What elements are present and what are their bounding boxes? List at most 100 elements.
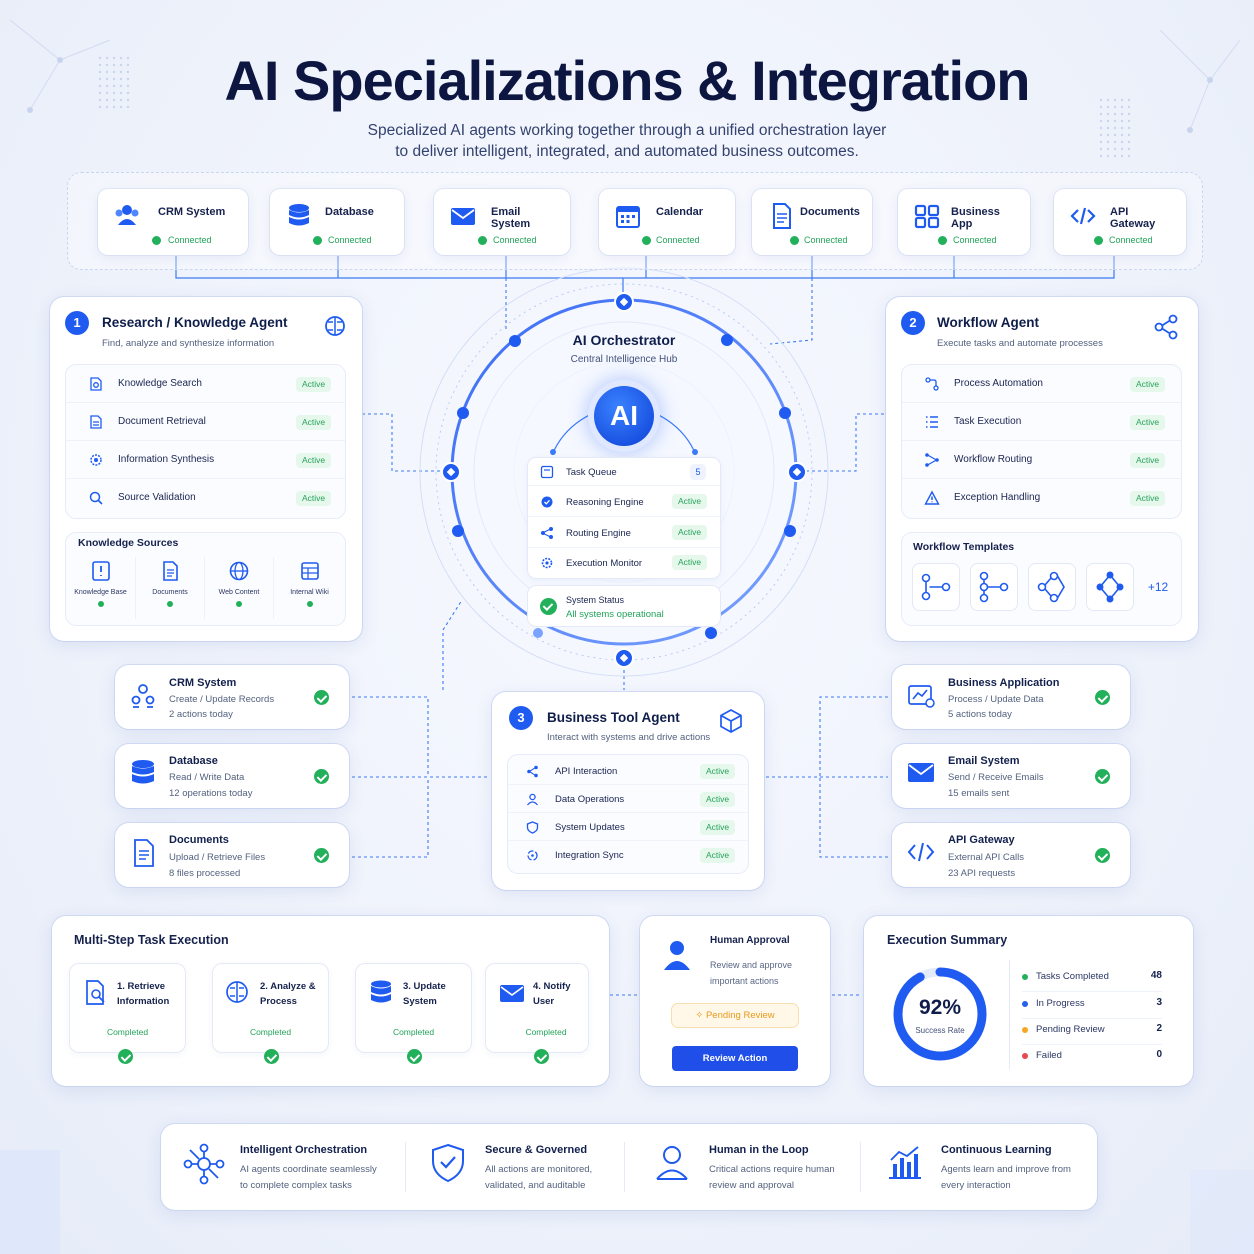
feature-desc-line2: every interaction <box>941 1180 1011 1191</box>
system-database[interactable]: Database Connected <box>270 189 404 255</box>
system-status-value: All systems operational <box>566 609 664 620</box>
feature-desc-line1: Critical actions require human <box>709 1164 835 1175</box>
database-icon <box>132 760 154 784</box>
task-queue-row[interactable]: Task Queue 5 <box>528 458 720 486</box>
tool-business-application[interactable]: Business Application Process / Update Da… <box>892 665 1130 729</box>
connected-dot <box>478 236 487 245</box>
person-outline-icon <box>656 1146 688 1180</box>
capability-row[interactable]: System Updates Active <box>508 813 748 841</box>
engine-row[interactable]: Execution Monitor Active <box>528 548 720 578</box>
tool-name: Database <box>169 755 218 767</box>
template-split-icon[interactable] <box>1028 563 1076 611</box>
source-label: Documents <box>152 589 188 596</box>
capability-label: API Interaction <box>555 766 618 777</box>
template-linear-icon[interactable] <box>912 563 960 611</box>
mail-icon <box>908 763 934 782</box>
step-label-line2: User <box>533 996 555 1007</box>
capability-row[interactable]: Information Synthesis Active <box>66 441 345 479</box>
brain-icon <box>325 316 345 336</box>
engine-row[interactable]: Routing Engine Active <box>528 518 720 548</box>
status-badge: Active <box>296 377 332 392</box>
capability-row[interactable]: Workflow Routing Active <box>902 441 1181 479</box>
workflow-templates-title: Workflow Templates <box>913 541 1015 553</box>
capability-row[interactable]: Process Automation Active <box>902 365 1181 403</box>
subtitle-line-2: to deliver intelligent, integrated, and … <box>395 143 859 160</box>
engine-label: Execution Monitor <box>566 558 643 569</box>
capability-row[interactable]: Integration Sync Active <box>508 841 748 869</box>
system-status: Connected <box>1109 235 1153 245</box>
step-label-line1: 2. Analyze & <box>260 981 316 992</box>
source-web-content[interactable]: Web Content <box>204 557 273 619</box>
tool-database[interactable]: Database Read / Write Data 12 operations… <box>115 744 349 808</box>
source-knowledge-base[interactable]: Knowledge Base <box>66 557 135 619</box>
check-icon <box>314 848 329 863</box>
system-status: Connected <box>328 235 372 245</box>
success-rate-donut <box>893 967 987 1061</box>
database-icon <box>289 204 309 226</box>
capability-row[interactable]: Document Retrieval Active <box>66 403 345 441</box>
system-status: Connected <box>493 235 537 245</box>
capability-row[interactable]: Source Validation Active <box>66 479 345 517</box>
tool-api-gateway[interactable]: API Gateway External API Calls 23 API re… <box>892 823 1130 887</box>
orchestrator-subtitle: Central Intelligence Hub <box>570 354 678 365</box>
review-action-button[interactable]: Review Action <box>672 1046 798 1071</box>
tool-crm-system[interactable]: CRM System Create / Update Records 2 act… <box>115 665 349 729</box>
step-analyze[interactable]: 2. Analyze &Process Completed <box>213 964 328 1052</box>
system-name: Database <box>325 206 374 218</box>
capability-row[interactable]: Task Execution Active <box>902 403 1181 441</box>
template-branch-icon[interactable] <box>970 563 1018 611</box>
sync-icon <box>527 850 538 861</box>
status-dot <box>167 601 173 607</box>
system-business-app[interactable]: Business App Connected <box>898 189 1030 255</box>
agent-number: 3 <box>509 706 533 730</box>
system-email[interactable]: Email System Connected <box>434 189 570 255</box>
engine-label: Reasoning Engine <box>566 497 644 508</box>
summary-row-value: 3 <box>1156 997 1162 1008</box>
feature-title: Intelligent Orchestration <box>240 1144 368 1156</box>
capability-label: Workflow Routing <box>954 454 1033 465</box>
summary-title: Execution Summary <box>887 933 1008 947</box>
system-status: Connected <box>656 235 700 245</box>
step-status: Completed <box>525 1027 567 1037</box>
system-calendar[interactable]: Calendar Connected <box>599 189 735 255</box>
source-internal-wiki[interactable]: Internal Wiki <box>273 557 345 619</box>
engine-row[interactable]: Reasoning Engine Active <box>528 487 720 517</box>
check-icon <box>1095 848 1110 863</box>
capability-label: System Updates <box>555 822 625 833</box>
capability-label: Information Synthesis <box>118 454 215 465</box>
tool-email-system[interactable]: Email System Send / Receive Emails 15 em… <box>892 744 1130 808</box>
system-crm[interactable]: CRM System Connected <box>98 189 248 255</box>
status-badge: Active <box>296 415 332 430</box>
ai-badge-label: AI <box>594 386 654 446</box>
status-badge: Active <box>672 494 708 509</box>
capability-label: Document Retrieval <box>118 416 206 427</box>
template-network-icon[interactable] <box>1086 563 1134 611</box>
tool-documents[interactable]: Documents Upload / Retrieve Files 8 file… <box>115 823 349 887</box>
source-documents[interactable]: Documents <box>135 557 204 619</box>
check-icon <box>1095 690 1110 705</box>
capability-row[interactable]: Knowledge Search Active <box>66 365 345 403</box>
tool-name: API Gateway <box>948 834 1015 846</box>
summary-row-value: 0 <box>1156 1049 1162 1060</box>
status-badge: Active <box>700 764 736 779</box>
step-label-line2: Information <box>117 996 170 1007</box>
system-documents[interactable]: Documents Connected <box>752 189 872 255</box>
user-icon <box>527 793 538 806</box>
system-api-gateway[interactable]: API Gateway Connected <box>1054 189 1186 255</box>
capability-row[interactable]: API Interaction Active <box>508 757 748 785</box>
agent-subtitle: Interact with systems and drive actions <box>547 732 711 743</box>
check-icon <box>314 769 329 784</box>
feature-title: Secure & Governed <box>485 1144 588 1156</box>
feature-divider <box>405 1142 406 1192</box>
summary-row: Tasks Completed 48 <box>1022 968 1162 992</box>
capability-row[interactable]: Exception Handling Active <box>902 479 1181 517</box>
task-queue-count: 5 <box>690 464 706 480</box>
capability-row[interactable]: Data Operations Active <box>508 785 748 813</box>
source-label: Knowledge Base <box>74 589 127 596</box>
templates-more-count[interactable]: +12 <box>1147 580 1169 594</box>
workflow-agent-card: 2 Workflow Agent Execute tasks and autom… <box>886 297 1198 641</box>
